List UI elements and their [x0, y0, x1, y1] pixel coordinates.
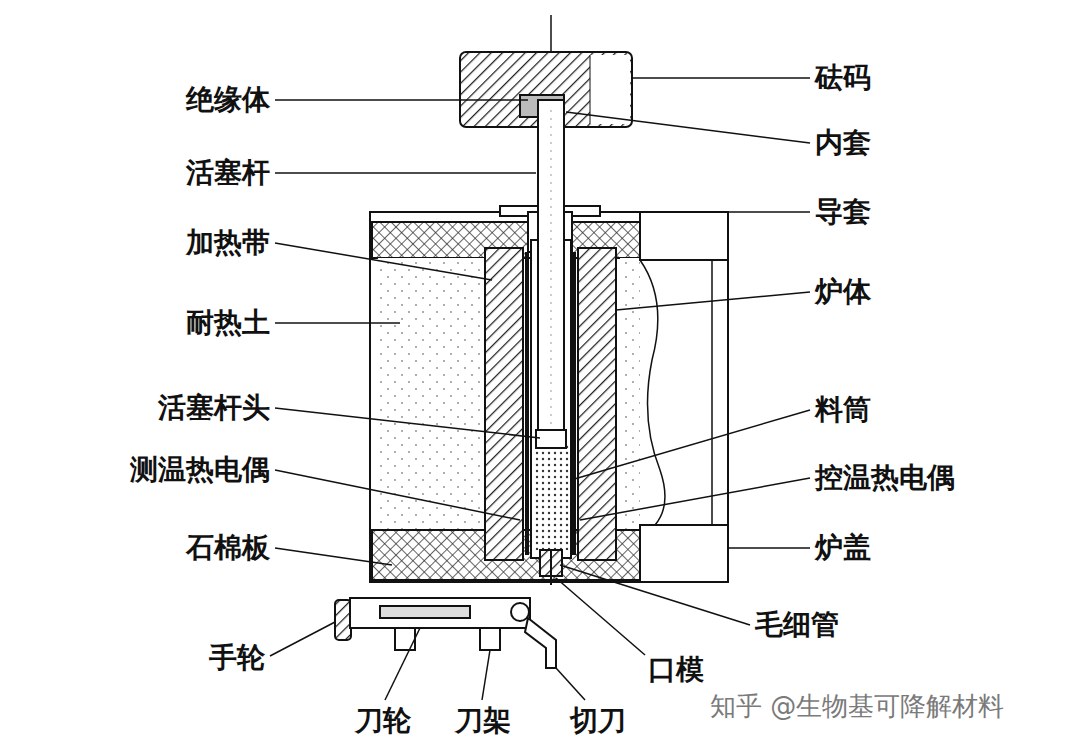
part-label: 切刀 [570, 703, 626, 739]
part-label: 砝码 [815, 60, 871, 96]
part-label: 耐热土 [186, 305, 270, 341]
part-label: 毛细管 [755, 607, 839, 643]
part-label: 控温热电偶 [815, 460, 955, 496]
part-label: 刀架 [455, 703, 511, 739]
part-label: 手轮 [209, 640, 265, 676]
part-label: 绝缘体 [186, 82, 270, 118]
part-label: 石棉板 [186, 530, 270, 566]
part-label: 炉盖 [815, 530, 871, 566]
watermark: 知乎 @生物基可降解材料 [710, 688, 1004, 724]
part-label: 刀轮 [355, 703, 411, 739]
part-label: 内套 [815, 125, 871, 161]
part-label: 炉体 [815, 274, 871, 310]
part-label: 活塞杆 [186, 155, 270, 191]
part-label: 料筒 [815, 392, 871, 428]
part-label: 活塞杆头 [158, 390, 270, 426]
part-label: 导套 [815, 194, 871, 230]
part-label: 加热带 [186, 225, 270, 261]
part-label: 口模 [648, 652, 704, 688]
part-label: 测温热电偶 [130, 452, 270, 488]
